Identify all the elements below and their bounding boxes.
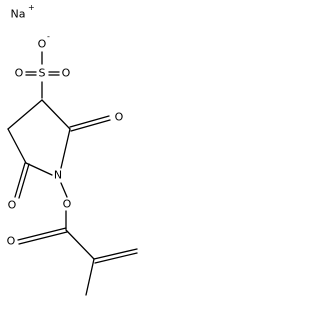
- bonds: [7, 51, 138, 296]
- methacrylate-ester: O O: [7, 198, 72, 248]
- carbonyl-oxygen-upper: O: [115, 111, 124, 124]
- bond-c2-o-b: [70, 119, 111, 132]
- bond-c2-n: [60, 128, 71, 169]
- succinimide-ring: O O N: [8, 111, 124, 212]
- bond-c4-c3: [7, 99, 43, 130]
- sodium-label: Na: [11, 8, 26, 21]
- bond-cester-o-b: [18, 231, 68, 245]
- bond-n-o: [60, 182, 68, 198]
- bond-cvinyl-ch3: [85, 258, 95, 296]
- bond-cvinyl-ch2-a: [93, 248, 138, 260]
- sulfonate-anion-charge: -: [47, 32, 50, 41]
- sulfonate-oxygen-right: O: [62, 67, 71, 80]
- ester-n-oxygen: O: [63, 198, 72, 211]
- chemical-structure: Na + O - S O O O O N O O: [7, 3, 138, 296]
- ester-carbonyl-oxygen: O: [7, 235, 16, 248]
- bond-c5-o-a: [14, 162, 26, 198]
- sulfur-atom: S: [39, 67, 46, 80]
- bond-cvinyl-ch2-b: [94, 252, 138, 264]
- bond-cester-o-a: [17, 227, 67, 241]
- sulfonate-group: O - S O O: [15, 32, 71, 80]
- bond-c5-c4: [7, 128, 27, 164]
- sulfonate-oxygen-anion: O: [38, 38, 47, 51]
- sodium-ion: Na +: [11, 3, 35, 21]
- sodium-charge: +: [28, 3, 35, 12]
- bond-c2-o-a: [69, 115, 110, 128]
- sulfonate-oxygen-left: O: [15, 67, 24, 80]
- bond-cester-cvinyl: [65, 229, 95, 260]
- bond-c5-o-b: [18, 163, 30, 199]
- bond-n-c5: [25, 162, 53, 176]
- bond-c3-c2: [41, 99, 71, 130]
- ring-nitrogen: N: [54, 169, 62, 182]
- carbonyl-oxygen-lower: O: [8, 199, 17, 212]
